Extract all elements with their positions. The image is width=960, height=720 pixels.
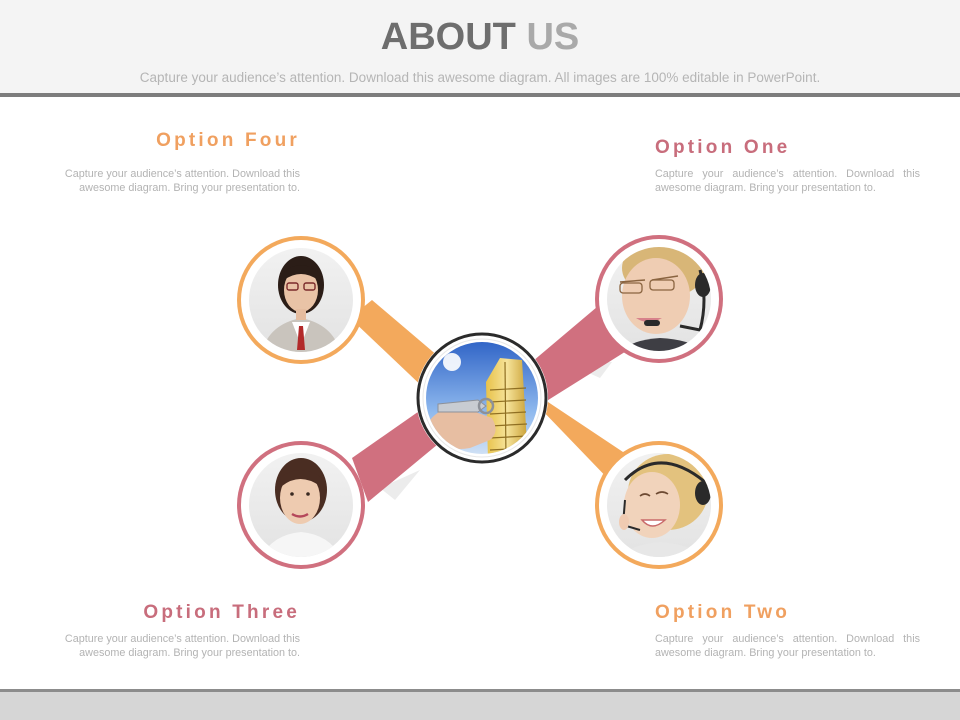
headset-woman-photo: [607, 247, 711, 351]
node-option-two: [595, 441, 723, 569]
option-four-desc: Capture your audience’s attention. Downl…: [64, 168, 300, 194]
footer-divider: [0, 689, 960, 692]
shadow-chevron-left: [380, 470, 420, 500]
node-option-three: [237, 441, 365, 569]
house-keys-photo: [426, 342, 538, 454]
option-one-title: Option One: [655, 137, 791, 158]
node-option-one: [595, 235, 723, 363]
title-about: ABOUT: [380, 16, 516, 58]
node-center: [416, 332, 548, 464]
option-three-title: Option Three: [143, 602, 300, 623]
page-subtitle: Capture your audience’s attention. Downl…: [139, 70, 821, 85]
option-four-title: Option Four: [156, 130, 300, 151]
option-two-title: Option Two: [655, 602, 791, 623]
header-divider: [0, 93, 960, 97]
node-option-four: [237, 236, 365, 364]
option-two-desc: Capture your audience’s attention. Downl…: [655, 633, 920, 659]
option-three-desc: Capture your audience’s attention. Downl…: [64, 633, 300, 659]
hand-keys-shape: [430, 397, 496, 449]
header-band: [0, 0, 960, 96]
title-us: US: [526, 16, 580, 58]
option-one-desc: Capture your audience’s attention. Downl…: [655, 168, 920, 194]
page-title: ABOUT US: [0, 16, 960, 59]
footer-band: [0, 692, 960, 720]
building-shape: [486, 358, 528, 454]
support-agent-photo: [607, 453, 711, 557]
